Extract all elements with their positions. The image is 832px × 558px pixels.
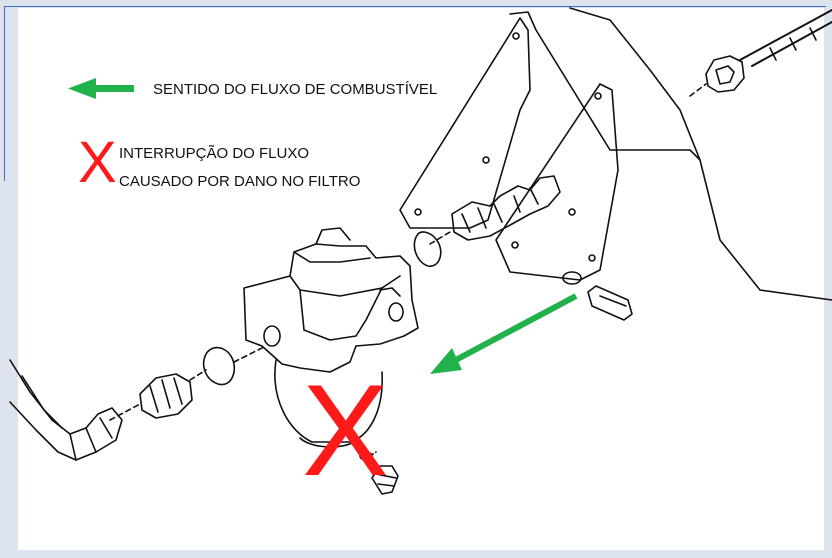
upper-fuel-line [739,9,832,61]
drain-plug [371,465,399,495]
legend-flow-arrow [68,78,134,99]
o-ring-right [413,231,442,267]
lower-bracket [495,83,619,281]
diagram-panel [18,8,824,550]
frame-top-border [4,6,826,7]
flow-direction-label: SENTIDO DO FLUXO DE COMBUSTÍVEL [153,81,438,98]
interruption-label-line2: CAUSADO POR DANO NO FILTRO [119,173,361,190]
frame-left-border [4,6,5,181]
union-fitting [451,175,561,241]
washer [562,271,582,285]
filter-damage-x-mark: X [302,357,389,503]
bulkhead-plate [509,11,832,301]
interruption-label-line1: INTERRUPÇÃO DO FLUXO [119,145,310,162]
o-ring-left [202,346,236,386]
mounting-bolt [587,285,633,321]
left-hose [9,359,123,461]
upper-bracket [399,17,531,229]
left-fitting [139,373,193,419]
diagram-flow-arrow [430,293,578,374]
legend-x-mark: X [78,130,117,195]
filter-head [243,243,419,373]
upper-hex-fitting [705,55,745,93]
filter-bowl [274,359,383,443]
